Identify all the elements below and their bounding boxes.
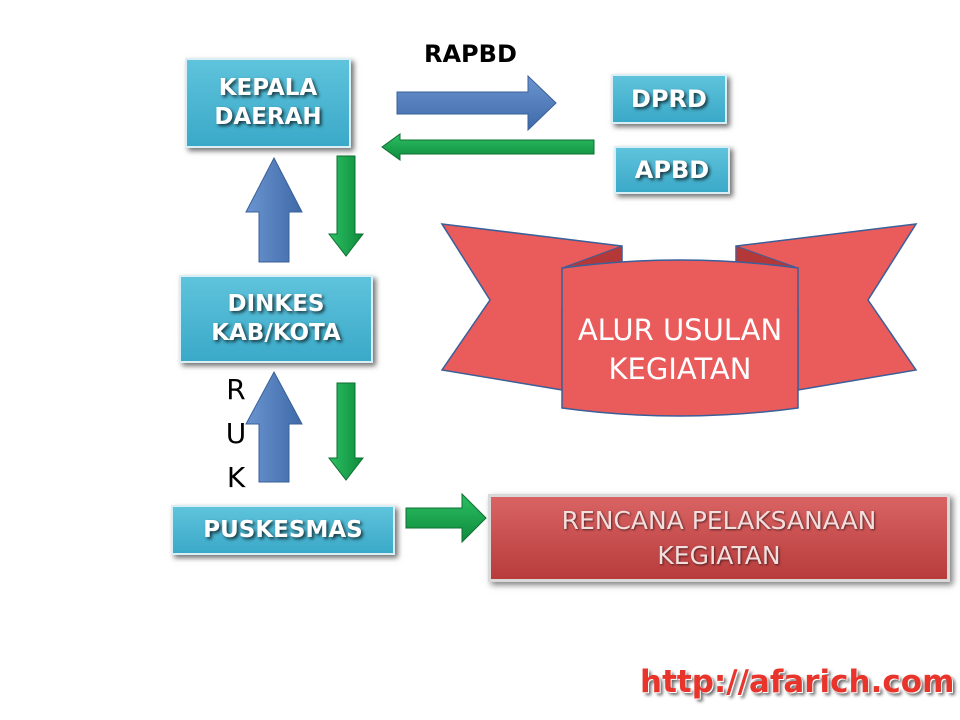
node-dprd: DPRD (611, 74, 727, 124)
ribbon-title: ALUR USULAN KEGIATAN (577, 312, 783, 386)
footer-url: http://afarich.com (640, 664, 955, 700)
node-rencana-label: RENCANA PELAKSANAAN KEGIATAN (561, 506, 877, 570)
node-puskesmas-label: PUSKESMAS (203, 516, 363, 543)
node-apbd: APBD (614, 146, 730, 194)
arrow-kepala-to-dinkes (327, 155, 365, 257)
arrow-puskesmas-to-rencana (405, 492, 487, 544)
rapbd-label: RAPBD (424, 40, 517, 68)
node-dinkes-label: DINKES KAB/KOTA (211, 291, 341, 346)
node-dinkes: DINKES KAB/KOTA (179, 275, 373, 363)
arrow-rapbd-to-dprd (396, 74, 557, 132)
arrow-apbd-to-kepala (381, 133, 595, 161)
node-kepala-daerah-label: KEPALA DAERAH (214, 75, 322, 130)
ribbon-banner (440, 223, 918, 417)
ruk-label: R U K (220, 368, 252, 500)
arrow-dinkes-to-kepala (245, 156, 303, 263)
arrow-puskesmas-to-dinkes (245, 370, 303, 483)
arrow-dinkes-to-puskesmas (327, 382, 365, 481)
node-dprd-label: DPRD (631, 85, 707, 113)
node-puskesmas: PUSKESMAS (171, 505, 395, 555)
ruk-letter-k: K (226, 461, 246, 494)
ruk-letter-r: R (226, 373, 246, 406)
node-apbd-label: APBD (634, 156, 710, 184)
ribbon-center (561, 259, 799, 417)
node-kepala-daerah: KEPALA DAERAH (185, 58, 351, 148)
node-rencana-pelaksanaan: RENCANA PELAKSANAAN KEGIATAN (488, 494, 950, 582)
ruk-letter-u: U (225, 417, 247, 450)
